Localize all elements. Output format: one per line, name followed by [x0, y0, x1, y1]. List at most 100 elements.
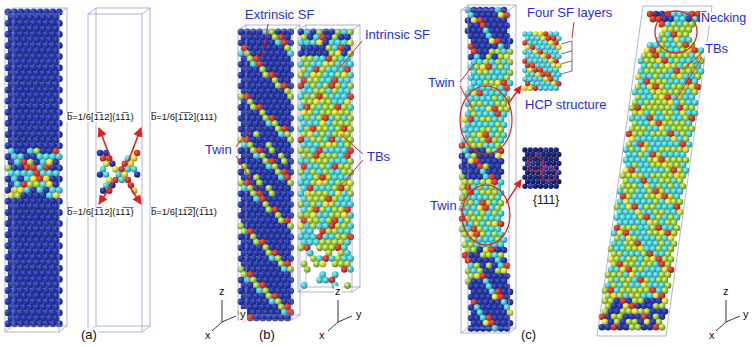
atom	[313, 261, 320, 268]
atom	[122, 161, 128, 167]
atom	[316, 277, 323, 284]
burgers-arrow	[99, 184, 112, 204]
atom	[543, 147, 548, 152]
simulation-box	[298, 25, 360, 292]
atom	[530, 179, 535, 184]
highlight-ellipse	[460, 86, 512, 154]
wireframe-edge	[298, 25, 306, 30]
atom	[119, 177, 125, 183]
simulation-box	[88, 8, 150, 332]
atom	[341, 266, 348, 273]
simulation-box	[238, 25, 300, 320]
atom	[5, 320, 12, 327]
atom	[525, 72, 530, 77]
atom	[119, 166, 125, 172]
atom	[533, 40, 538, 45]
atom	[541, 63, 546, 68]
atom	[525, 54, 530, 59]
leader-line	[338, 41, 362, 70]
layer-marker	[561, 61, 572, 64]
atom	[535, 45, 540, 50]
atom	[548, 67, 553, 72]
atom	[554, 147, 559, 152]
leader-line	[340, 160, 363, 186]
atom	[528, 77, 533, 82]
atom	[97, 171, 103, 177]
atom	[551, 81, 556, 86]
atom	[103, 161, 109, 167]
atom	[554, 40, 559, 45]
wireframe-edge	[88, 8, 96, 14]
atom	[548, 77, 553, 82]
wireframe-edge	[5, 8, 13, 14]
leader-line	[461, 192, 470, 204]
atom	[528, 49, 533, 54]
atom	[528, 183, 533, 188]
atom	[538, 77, 543, 82]
atom	[541, 45, 546, 50]
atom	[134, 150, 140, 156]
atom	[528, 67, 533, 72]
atom	[556, 54, 561, 59]
atom	[530, 36, 535, 41]
atom	[131, 155, 137, 161]
atom	[522, 40, 527, 45]
layer-marker	[561, 41, 572, 44]
atom	[556, 45, 561, 50]
wireframe-edge	[298, 287, 306, 292]
atom	[535, 179, 540, 184]
atom	[538, 86, 543, 91]
atom	[530, 161, 535, 166]
atom	[106, 177, 112, 183]
atom	[548, 40, 553, 45]
atom	[115, 171, 121, 177]
atom	[548, 31, 553, 36]
nanowire-c1	[459, 7, 514, 332]
atom	[322, 277, 329, 284]
atom	[525, 36, 530, 41]
atom	[347, 266, 354, 273]
layer-bracket	[572, 41, 573, 71]
leader-line	[236, 156, 258, 192]
atom	[112, 166, 118, 172]
atom	[554, 156, 559, 161]
hcp-inset	[522, 31, 561, 91]
atom	[125, 177, 131, 183]
atom	[551, 45, 556, 50]
atom	[543, 156, 548, 161]
atom	[541, 54, 546, 59]
atom	[134, 171, 140, 177]
burgers-arrow	[99, 128, 112, 162]
atom	[100, 166, 106, 172]
atom	[538, 49, 543, 54]
atom	[556, 179, 561, 184]
atom	[551, 161, 556, 166]
wireframe-edge	[292, 315, 300, 320]
layer-marker	[561, 51, 572, 54]
atom	[131, 166, 137, 172]
atom	[548, 156, 553, 161]
atom	[554, 49, 559, 54]
atom	[535, 72, 540, 77]
atom	[533, 67, 538, 72]
atom	[551, 54, 556, 59]
atom	[554, 67, 559, 72]
atom	[319, 261, 326, 268]
atom	[548, 147, 553, 152]
leader-line	[460, 86, 472, 108]
atom	[556, 72, 561, 77]
atom	[530, 72, 535, 77]
atom	[525, 81, 530, 86]
atom	[546, 63, 551, 68]
highlight-ellipse	[462, 185, 510, 245]
wireframe-edge	[461, 5, 468, 10]
wireframe-edge	[142, 8, 150, 14]
leader-line	[262, 24, 268, 58]
atom	[298, 244, 305, 251]
zoom-arrow	[508, 86, 521, 104]
wireframe-edge	[13, 8, 67, 326]
atom	[97, 150, 103, 156]
atom	[522, 183, 527, 188]
atom	[538, 67, 543, 72]
